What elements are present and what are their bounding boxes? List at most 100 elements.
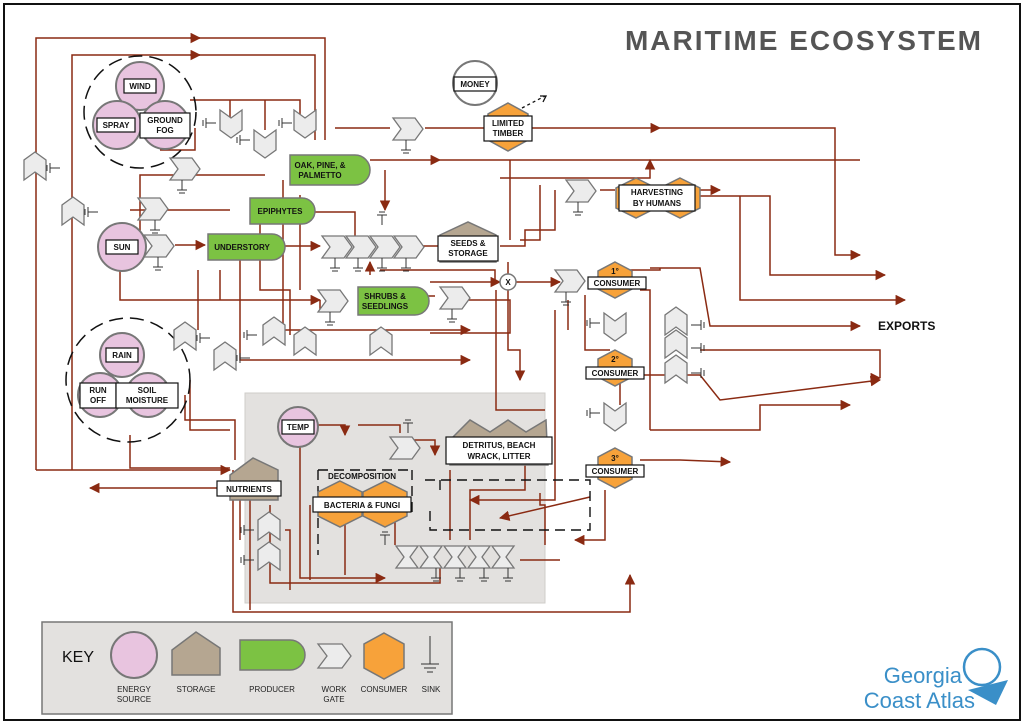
work-gate: [316, 289, 349, 313]
ground-fog-label-line1: GROUND: [147, 116, 183, 125]
work-gate: [490, 545, 516, 569]
work-gate: [61, 196, 85, 227]
energy-source-soil-moisture: SOIL MOISTURE: [115, 372, 179, 418]
soil-moisture-label-line1: SOIL: [138, 386, 157, 395]
work-gates: [23, 108, 688, 572]
work-gate: [142, 234, 175, 258]
key-work-gate-icon: [316, 643, 352, 669]
work-gate: [603, 311, 627, 342]
consumer-primary: 1° CONSUMER: [587, 261, 647, 299]
producer-shrubs-seedlings: SHRUBS & SEEDLINGS: [357, 286, 430, 316]
key-consumer-label: CONSUMER: [361, 685, 408, 694]
harvesting-line1: HARVESTING: [631, 188, 683, 197]
primary-consumer-label: CONSUMER: [594, 279, 641, 288]
work-gate: [603, 401, 627, 432]
key-consumer-icon: [363, 632, 405, 680]
secondary-consumer-label: CONSUMER: [592, 369, 639, 378]
limited-timber-line2: TIMBER: [493, 129, 524, 138]
work-gate: [553, 269, 586, 293]
key-energy-source-line2: SOURCE: [117, 695, 151, 704]
work-gate: [262, 316, 286, 347]
multiplier-label: X: [505, 278, 511, 287]
detritus-label-line2: WRACK, LITTER: [467, 452, 530, 461]
work-gate: [320, 235, 353, 259]
work-gate: [368, 235, 401, 259]
secondary-consumer-order: 2°: [611, 355, 619, 364]
work-gate: [369, 326, 393, 357]
work-gate: [664, 329, 688, 360]
producer-oak-pine-palmetto: OAK, PINE, & PALMETTO: [289, 154, 371, 186]
key-sink-label: SINK: [422, 685, 441, 694]
oak-pine-label-line2: PALMETTO: [298, 171, 341, 180]
diagram-frame: [3, 3, 1021, 721]
work-gate: [213, 341, 237, 372]
consumer-tertiary: 3° CONSUMER: [585, 447, 645, 489]
spray-label: SPRAY: [103, 121, 130, 130]
run-off-label-line2: OFF: [90, 396, 106, 405]
logo-q-ring: [962, 647, 1002, 687]
decomposition-label: DECOMPOSITION: [328, 472, 396, 481]
detritus-label-line1: DETRITUS, BEACH: [463, 441, 536, 450]
work-gate: [136, 197, 169, 221]
consumer-bacteria-fungi: BACTERIA & FUNGI: [312, 480, 412, 528]
run-off-label-line1: RUN: [89, 386, 107, 395]
work-gate: [564, 179, 597, 203]
key-producer-label: PRODUCER: [249, 685, 295, 694]
consumer-secondary: 2° CONSUMER: [585, 349, 645, 387]
work-gate: [442, 545, 468, 569]
diagram-title: MARITIME ECOSYSTEM: [625, 25, 983, 56]
work-gate: [394, 545, 420, 569]
key-energy-source-line1: ENERGY: [117, 685, 151, 694]
energy-source-temp: TEMP: [277, 406, 319, 448]
money-label: MONEY: [460, 80, 490, 89]
work-gate: [168, 157, 201, 181]
work-gate: [418, 545, 444, 569]
nutrients-label: NUTRIENTS: [226, 485, 272, 494]
work-gate: [293, 108, 317, 139]
temp-label: TEMP: [287, 423, 310, 432]
work-gate: [257, 511, 281, 542]
sinks: [46, 118, 705, 582]
work-gate: [344, 235, 377, 259]
key-sink-icon: [421, 636, 439, 673]
storage-nutrients: NUTRIENTS: [216, 457, 282, 501]
shrubs-label-line1: SHRUBS &: [364, 292, 406, 301]
work-gate: [253, 128, 277, 159]
georgia-coast-atlas-logo: Georgia Coast Atlas: [864, 647, 1008, 713]
exports-label: EXPORTS: [878, 319, 935, 333]
rain-cluster-boundary: [65, 317, 191, 443]
logo-arrow: [968, 680, 1008, 705]
logo-line1: Georgia: [884, 663, 963, 688]
multiplier-node: X: [499, 273, 517, 291]
wind-cluster-boundary: [83, 55, 197, 169]
storage-seeds: SEEDS & STORAGE: [437, 221, 499, 263]
wind-label: WIND: [129, 82, 151, 91]
primary-consumer-order: 1°: [611, 267, 619, 276]
energy-source-wind: WIND: [115, 61, 165, 111]
work-gate: [664, 354, 688, 385]
limited-timber-line1: LIMITED: [492, 119, 524, 128]
storage-detritus: DETRITUS, BEACH WRACK, LITTER: [445, 418, 553, 466]
work-gate: [466, 545, 492, 569]
work-gate: [257, 541, 281, 572]
bacteria-fungi-label: BACTERIA & FUNGI: [324, 501, 400, 510]
epiphytes-label: EPIPHYTES: [258, 207, 304, 216]
energy-source-rain: RAIN: [99, 332, 145, 378]
key-work-gate-line1: WORK: [322, 685, 348, 694]
work-gate: [438, 286, 471, 310]
tertiary-consumer-label: CONSUMER: [592, 467, 639, 476]
soil-moisture-label-line2: MOISTURE: [126, 396, 169, 405]
flow-lines: [35, 32, 907, 613]
tertiary-consumer-order: 3°: [611, 454, 619, 463]
work-gate: [392, 235, 425, 259]
rain-label: RAIN: [112, 351, 132, 360]
energy-source-money: MONEY: [452, 60, 498, 106]
consumer-limited-timber: LIMITED TIMBER: [483, 102, 533, 152]
ground-fog-label-line2: FOG: [156, 126, 173, 135]
producer-understory: UNDERSTORY: [207, 233, 286, 261]
consumer-harvesting: HARVESTING BY HUMANS: [615, 177, 701, 219]
shrubs-label-line2: SEEDLINGS: [362, 302, 409, 311]
harvesting-line2: BY HUMANS: [633, 199, 682, 208]
energy-source-sun: SUN: [97, 222, 147, 272]
